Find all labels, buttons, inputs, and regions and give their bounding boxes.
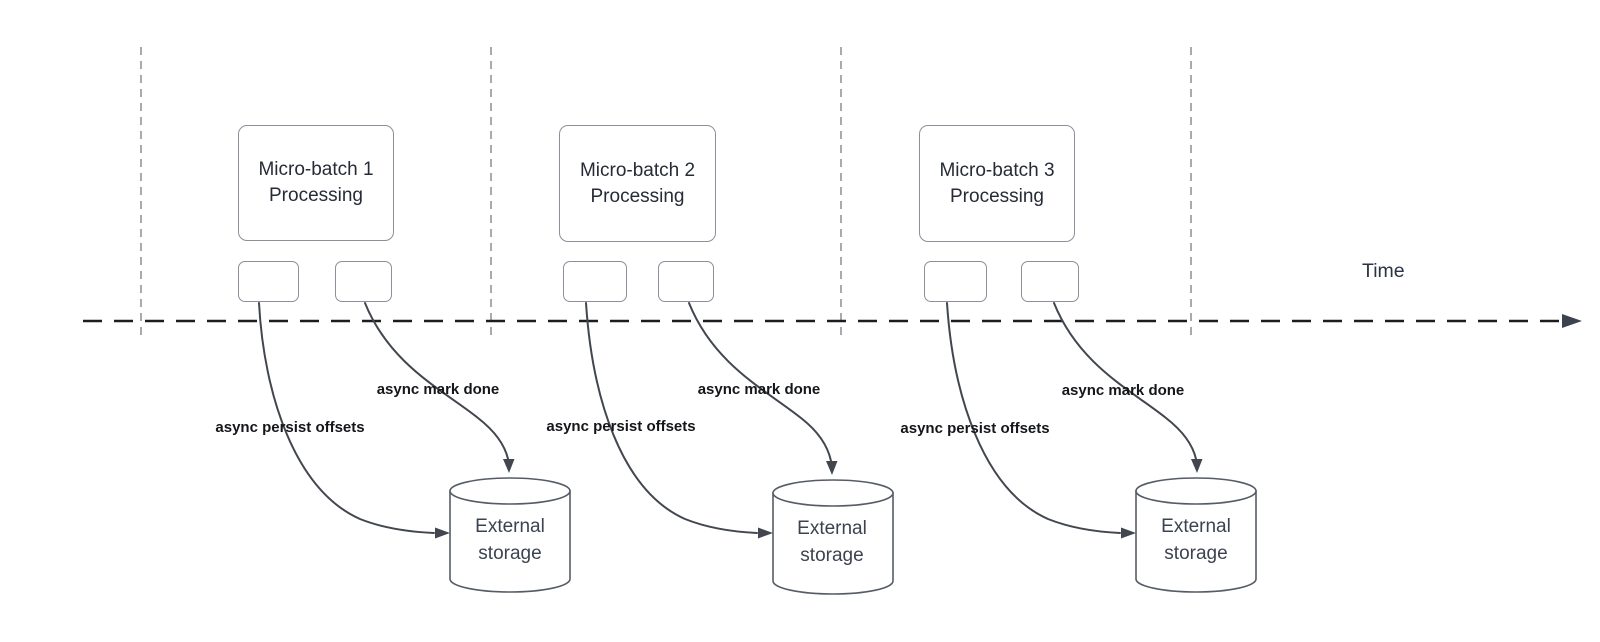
- external-storage-label-2-line1: External: [797, 518, 867, 539]
- mark-done-arrow-2: [688, 302, 832, 462]
- persist-task-box-2: [563, 261, 627, 302]
- mark-done-task-box-1: [335, 261, 392, 302]
- micro-batch-2-title: Micro-batch 2: [579, 159, 696, 181]
- micro-batch-2-subtitle: Processing: [590, 185, 685, 207]
- persist-offsets-arrow-1: [258, 302, 435, 534]
- storage-cylinders: [449, 477, 1257, 595]
- cylinder-3-body: [1135, 490, 1257, 593]
- mark-done-arrowhead-1-icon: [503, 459, 515, 473]
- persist-task-box-1: [238, 261, 299, 302]
- time-axis-label: Time: [1362, 260, 1405, 282]
- mark-done-arrow-1: [364, 302, 509, 460]
- mark-done-label-2: async mark done: [697, 381, 821, 398]
- cylinder-2-top: [772, 479, 894, 507]
- external-storage-label-1: External storage: [475, 513, 545, 567]
- micro-batch-3-subtitle: Processing: [950, 185, 1044, 207]
- cylinder-2-body: [772, 492, 894, 595]
- micro-batch-3-title: Micro-batch 3: [939, 159, 1055, 181]
- external-storage-label-1-line2: storage: [478, 543, 542, 564]
- persist-offsets-arrowhead-2-icon: [758, 527, 773, 539]
- external-storage-label-3-line2: storage: [1164, 543, 1228, 564]
- mark-done-arrowhead-2-icon: [826, 461, 838, 475]
- persist-offsets-arrow-2: [585, 302, 758, 534]
- mark-done-task-box-3: [1021, 261, 1079, 302]
- cylinder-3-top: [1135, 477, 1257, 505]
- mark-done-arrow-3: [1053, 302, 1197, 460]
- persist-offsets-arrow-3: [946, 302, 1121, 534]
- persist-offsets-arrowhead-3-icon: [1121, 527, 1136, 539]
- external-storage-label-2-line2: storage: [800, 545, 864, 566]
- external-storage-label-2: External storage: [797, 515, 867, 569]
- micro-batch-3-box: Micro-batch 3 Processing: [919, 125, 1075, 242]
- micro-batch-1-subtitle: Processing: [269, 185, 363, 206]
- time-axis: [83, 314, 1582, 328]
- external-storage-label-3: External storage: [1161, 513, 1231, 567]
- cylinder-1-top: [449, 477, 571, 505]
- mark-done-arrowhead-3-icon: [1191, 459, 1203, 473]
- cylinder-1-body: [449, 490, 571, 593]
- persist-offsets-label-3: async persist offsets: [900, 420, 1050, 437]
- persist-offsets-arrowhead-1-icon: [435, 527, 450, 539]
- batch-boundary-gridlines: [140, 47, 1192, 337]
- external-storage-label-3-line1: External: [1161, 516, 1231, 537]
- micro-batch-1-box: Micro-batch 1 Processing: [238, 125, 394, 241]
- async-connectors: [258, 302, 1203, 539]
- mark-done-label-3: async mark done: [1061, 382, 1185, 399]
- time-axis-arrowhead-icon: [1562, 314, 1582, 328]
- mark-done-task-box-2: [658, 261, 714, 302]
- micro-batch-2-box: Micro-batch 2 Processing: [559, 125, 716, 242]
- persist-offsets-label-2: async persist offsets: [546, 418, 696, 435]
- persist-task-box-3: [924, 261, 987, 302]
- mark-done-label-1: async mark done: [376, 381, 500, 398]
- persist-offsets-label-1: async persist offsets: [215, 419, 365, 436]
- micro-batch-1-title: Micro-batch 1: [258, 159, 374, 180]
- external-storage-label-1-line1: External: [475, 516, 545, 537]
